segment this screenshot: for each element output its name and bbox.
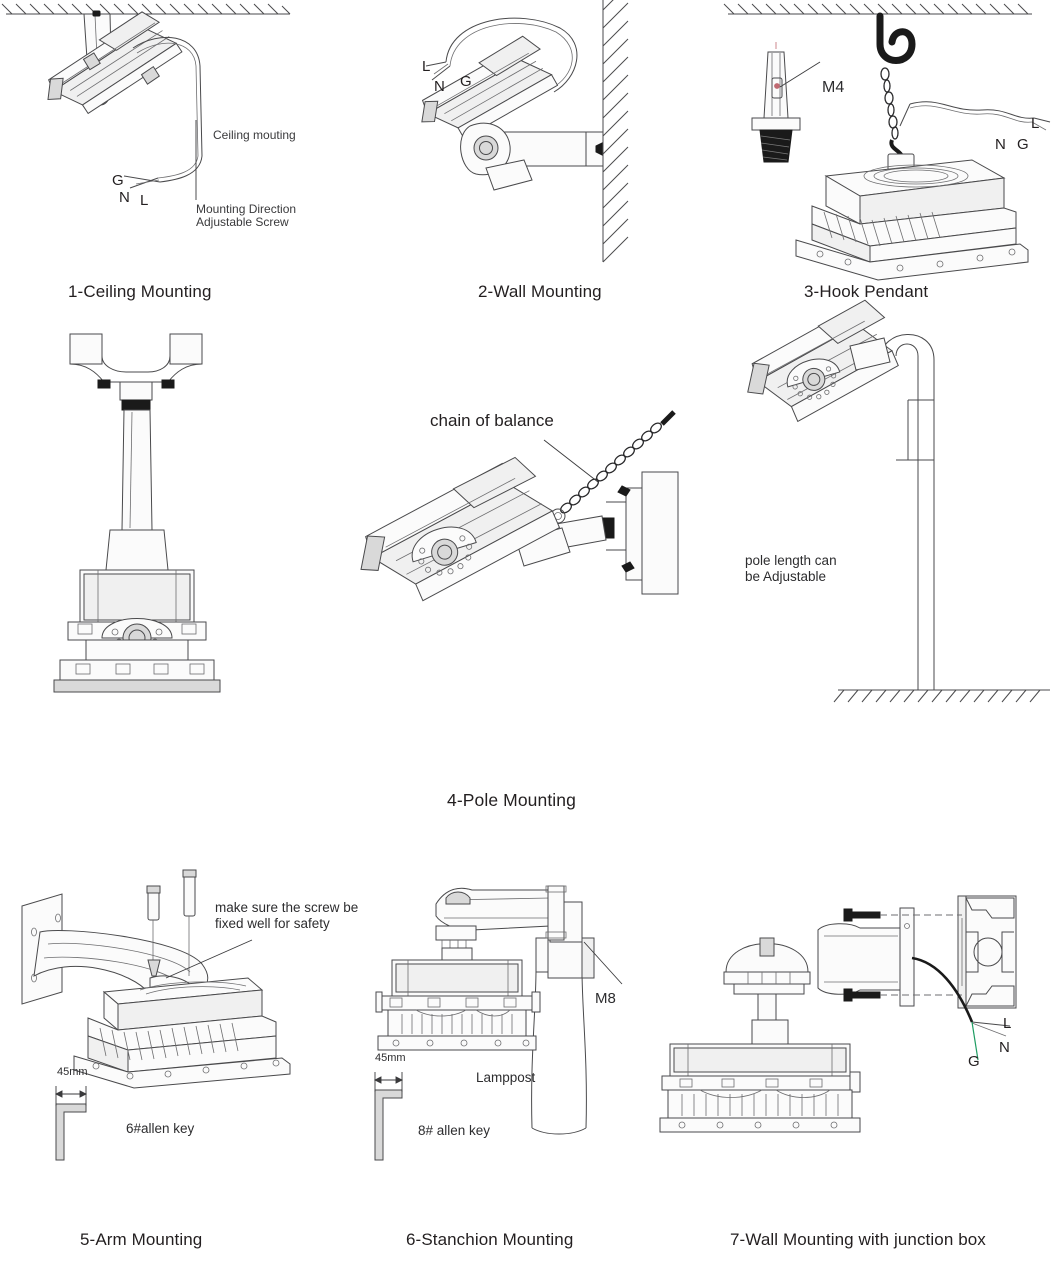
ceiling-surface [723,3,1032,15]
allen-key-size: 6#allen key [126,1121,195,1136]
drop-knuckle [435,925,477,965]
wall-bracket-arm [501,131,604,167]
power-cable [425,17,578,93]
pivot-joint [460,122,511,176]
caption-wall-mounting-junction-box: 7-Wall Mounting with junction box [730,1230,986,1249]
support-post [601,471,679,595]
wire-label-g: G [112,172,124,189]
power-cable [911,956,1011,1061]
wire-label-l: L [140,192,149,209]
wire-label-l: L [422,58,431,75]
eye-bolt-detail [751,42,821,163]
dome-cap [723,937,811,1045]
wall-mounting-illustration [421,0,629,263]
wire-label-n: N [434,78,445,95]
mounting-direction-note-line1: Mounting Direction [196,202,297,216]
wire-label-g: G [1017,136,1029,153]
wire-label-n: N [119,189,130,206]
allen-key [373,1072,404,1161]
wall-mounting-junction-box-illustration [659,895,1017,1133]
floodlight-body [53,529,221,693]
allen-key-size: 8# allen key [418,1123,491,1138]
wire-label-n-junction: N [999,1039,1010,1056]
floodlight-body [73,977,291,1089]
ceiling-mounting-illustration [1,3,291,200]
suspension-chain [880,67,899,140]
power-cable [899,101,1051,131]
caption-ceiling-mounting: 1-Ceiling Mounting [68,282,212,301]
wire-label-n: N [995,136,1006,153]
wall-bracket [817,907,915,1007]
chain-of-balance-label: chain of balance [430,411,554,430]
floodlight-body [421,35,559,140]
panel-wall-mounting-junction-box: 7-Wall Mounting with junction box [659,860,1059,1260]
panel-hook-pendant: M4 L N G 3-Hook Pendant [720,0,1059,310]
allen-key-dimension: 45mm [375,1052,406,1064]
pole-mounting-adjustable-view [747,299,1050,703]
lamppost-label: Lamppost [476,1070,536,1085]
screw-safety-note-line1: make sure the screw be [215,900,359,915]
mounting-direction-note-line2: Adjustable Screw [196,215,289,229]
panel-arm-mounting: make sure the screw be fixed well for sa… [0,860,360,1260]
pole-mounting-chain-view [360,410,679,602]
adjustable-pole [879,334,935,690]
hook-pendant-illustration [723,3,1051,281]
panel-wall-mounting: L N G 2-Wall Mounting [390,0,720,310]
stanchion-mounting-illustration [373,885,623,1161]
panel-pole-mounting: chain of balance pole length can be Adju… [0,299,1059,830]
pole-mounting-bracket-view [53,333,221,693]
floodlight-body [795,159,1029,281]
caption-hook-pendant: 3-Hook Pendant [804,282,929,301]
pole-length-note-line1: pole length can [745,553,837,568]
mounting-screws [146,869,197,977]
balance-chain [560,410,676,514]
caption-pole-mounting: 4-Pole Mounting [447,790,576,810]
screw-size-label: M4 [822,79,845,96]
floodlight-body [375,959,541,1051]
mounting-bolts [843,908,962,1002]
allen-key-dimension: 45mm [57,1066,88,1078]
suspension-hook [876,12,916,64]
stanchion-arm [435,885,567,941]
drop-pole [121,399,153,531]
wire-label-l: L [1031,115,1040,132]
pole-length-note-line2: be Adjustable [745,569,827,584]
power-cable [123,36,203,189]
bolt-size-label: M8 [595,990,616,1007]
caption-wall-mounting: 2-Wall Mounting [478,282,602,301]
floodlight-body [659,1043,861,1133]
arm-mounting-illustration [21,869,291,1161]
caption-stanchion-mounting: 6-Stanchion Mounting [406,1230,574,1249]
wire-label-g-junction: G [968,1053,980,1070]
floodlight-body [360,456,561,602]
ceiling-surface [1,3,291,15]
wire-label-g: G [460,73,472,90]
wire-label-l-junction: L [1003,1015,1012,1032]
panel-ceiling-mounting: Ceiling mouting G N L Mounting Direction… [0,0,353,310]
ceiling-channel-bracket [69,333,203,401]
allen-key [54,1086,88,1161]
panel-stanchion-mounting: M8 Lamppost 45mm 8# allen key 6-Stanchio… [350,860,710,1260]
screw-safety-note-line2: fixed well for safety [215,916,330,931]
ceiling-mounting-note: Ceiling mouting [213,128,296,142]
wall-surface [602,0,629,263]
junction-box [957,895,1017,1009]
ground-surface [833,689,1050,703]
caption-arm-mounting: 5-Arm Mounting [80,1230,203,1249]
